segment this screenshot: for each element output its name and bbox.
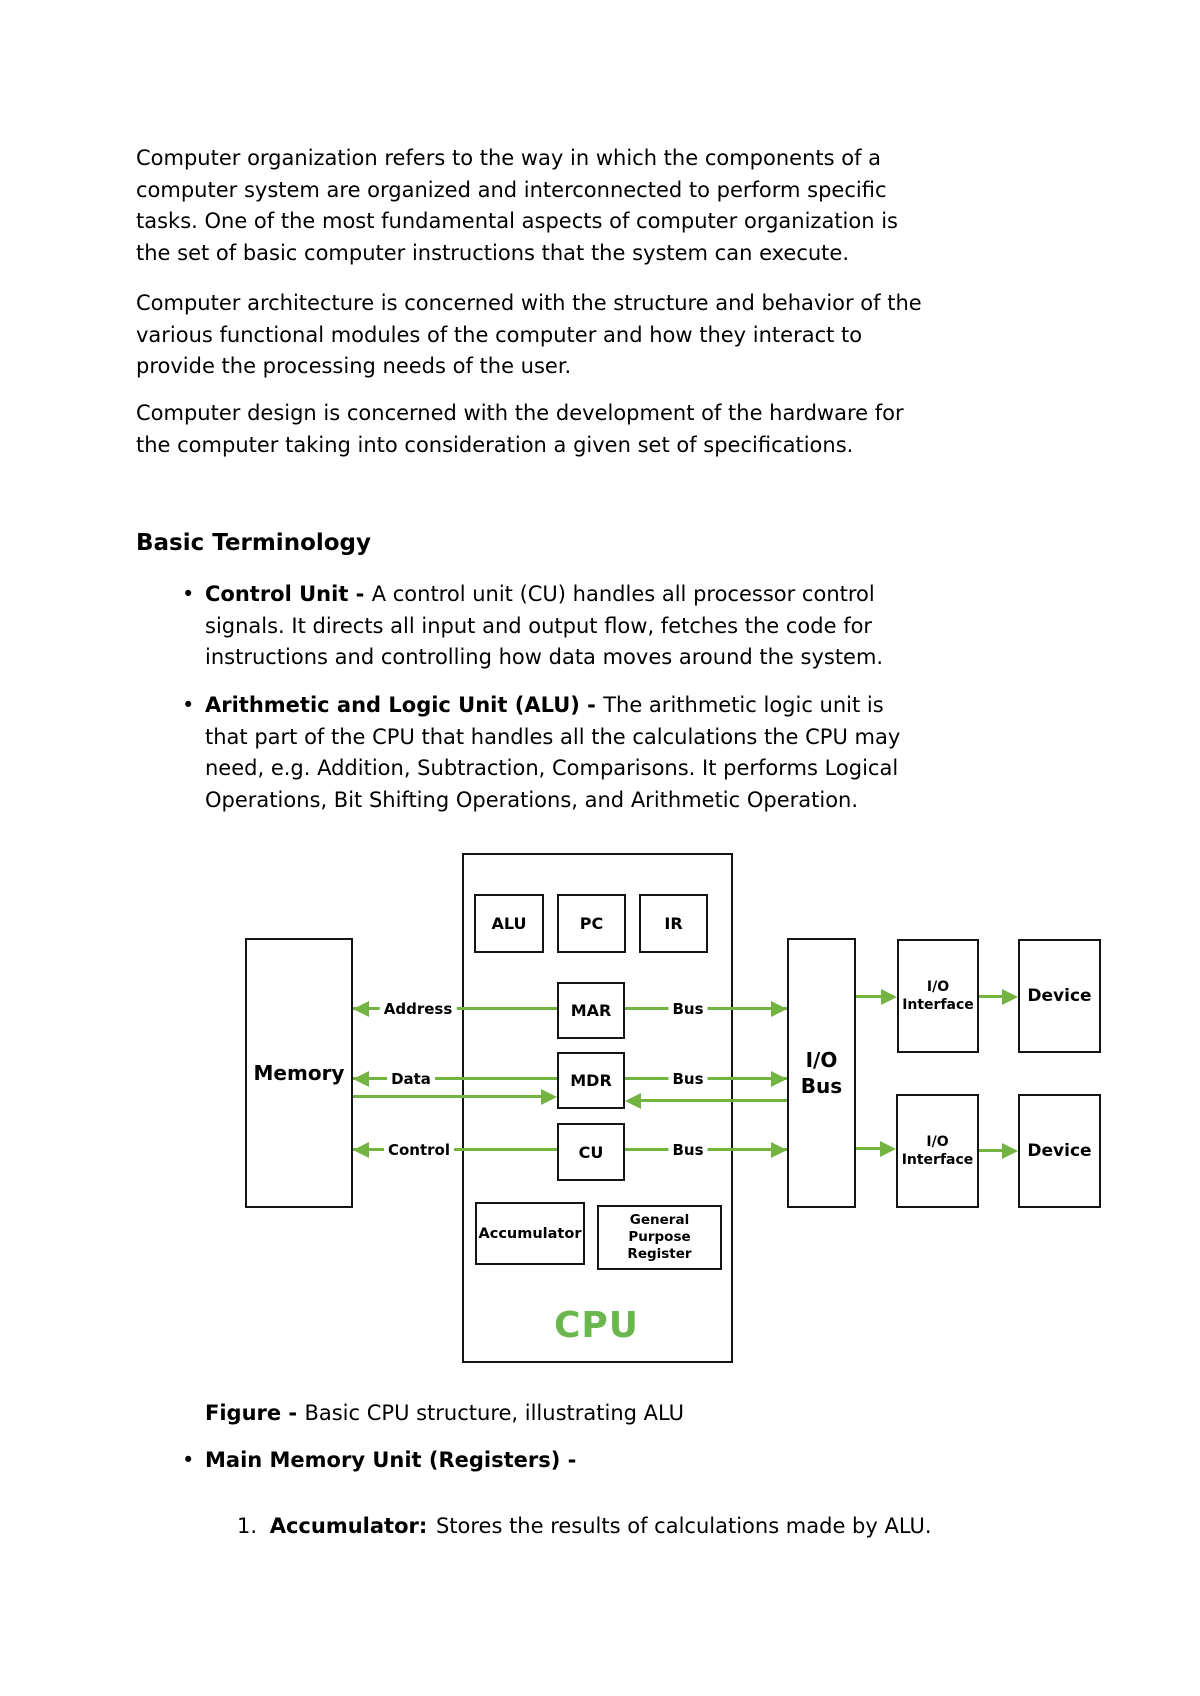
figure-label: Figure -	[205, 1401, 305, 1425]
figure-text: Basic CPU structure, illustrating ALU	[304, 1401, 685, 1425]
data-line	[353, 1077, 557, 1080]
bullet-marker: •	[182, 1448, 195, 1472]
paragraph-computer-architecture: Computer architecture is concerned with …	[136, 291, 922, 378]
cpu-label: CPU	[553, 1305, 640, 1346]
control-line	[353, 1148, 557, 1151]
address-arrowhead	[353, 1001, 369, 1017]
data-label: Data	[387, 1070, 435, 1088]
device-top-box: Device	[1018, 939, 1101, 1053]
iobus-to-mdr-line	[641, 1099, 787, 1102]
general-purpose-register-box: General Purpose Register	[597, 1205, 722, 1270]
pc-box: PC	[557, 894, 626, 953]
cu-bus-arrowhead	[771, 1142, 787, 1158]
bus-to-interface-top-arrowhead	[881, 989, 897, 1005]
numbered-item-accumulator: 1. Accumulator: Stores the results of ca…	[237, 1511, 932, 1543]
bullet-control-unit-text: Control Unit - A control unit (CU) handl…	[205, 579, 1085, 674]
iobus-to-mdr-arrowhead	[625, 1093, 641, 1109]
bus-to-interface-top-line	[856, 995, 884, 998]
control-arrowhead	[353, 1142, 369, 1158]
bullet-main-memory-unit: • Main Memory Unit (Registers) -	[136, 1445, 1066, 1477]
paragraph-computer-organization: Computer organization refers to the way …	[136, 146, 898, 265]
bus-to-interface-bottom-arrowhead	[880, 1141, 896, 1157]
bullet-alu: • Arithmetic and Logic Unit (ALU) - The …	[136, 690, 1066, 816]
list-number: 1.	[237, 1514, 258, 1538]
io-bus-box: I/O Bus	[787, 938, 856, 1208]
numbered-text: Stores the results of calculations made …	[435, 1514, 932, 1538]
io-interface-top-box: I/O Interface	[897, 939, 979, 1053]
accumulator-box: Accumulator	[475, 1202, 585, 1265]
bullet-main-memory-text: Main Memory Unit (Registers) -	[205, 1445, 1085, 1477]
interface-to-device-top-line	[979, 995, 1005, 998]
bus-label-mar: Bus	[668, 1000, 708, 1018]
address-label: Address	[379, 1000, 457, 1018]
memory-to-mdr-line	[353, 1095, 543, 1098]
mdr-box: MDR	[557, 1052, 625, 1109]
memory-to-mdr-arrowhead	[541, 1089, 557, 1105]
figure-caption: Figure - Basic CPU structure, illustrati…	[205, 1398, 684, 1430]
ir-box: IR	[639, 894, 708, 953]
mar-bus-arrowhead	[771, 1001, 787, 1017]
device-bottom-box: Device	[1018, 1094, 1101, 1208]
paragraph-computer-design: Computer design is concerned with the de…	[136, 401, 904, 457]
bullet-control-unit: • Control Unit - A control unit (CU) han…	[136, 579, 1066, 674]
bullet-term: Arithmetic and Logic Unit (ALU) -	[205, 693, 604, 717]
bus-to-interface-bottom-line	[856, 1147, 883, 1150]
mar-box: MAR	[557, 982, 625, 1039]
bullet-marker: •	[182, 582, 195, 606]
alu-box: ALU	[474, 894, 544, 953]
memory-box: Memory	[245, 938, 353, 1208]
bullet-alu-text: Arithmetic and Logic Unit (ALU) - The ar…	[205, 690, 1085, 816]
control-label: Control	[383, 1141, 455, 1159]
heading-basic-terminology: Basic Terminology	[136, 530, 372, 556]
bullet-term: Control Unit -	[205, 582, 372, 606]
io-interface-bottom-box: I/O Interface	[896, 1094, 979, 1208]
mdr-bus-arrowhead	[771, 1071, 787, 1087]
cpu-structure-diagram: Memory ALU PC IR MAR MDR CU Accumulator …	[0, 847, 1200, 1392]
numbered-term: Accumulator:	[269, 1514, 428, 1538]
bullet-body: A control unit (CU) handles all processo…	[205, 582, 884, 669]
bus-label-mdr: Bus	[668, 1070, 708, 1088]
bullet-term: Main Memory Unit (Registers) -	[205, 1448, 577, 1472]
bus-label-cu: Bus	[668, 1141, 708, 1159]
interface-to-device-bottom-line	[979, 1149, 1005, 1152]
interface-to-device-bottom-arrowhead	[1002, 1143, 1018, 1159]
data-arrowhead	[353, 1071, 369, 1087]
bullet-marker: •	[182, 693, 195, 717]
cu-box: CU	[557, 1123, 625, 1181]
interface-to-device-top-arrowhead	[1002, 989, 1018, 1005]
bullet-body: The arithmetic logic unit is that part o…	[205, 693, 901, 812]
